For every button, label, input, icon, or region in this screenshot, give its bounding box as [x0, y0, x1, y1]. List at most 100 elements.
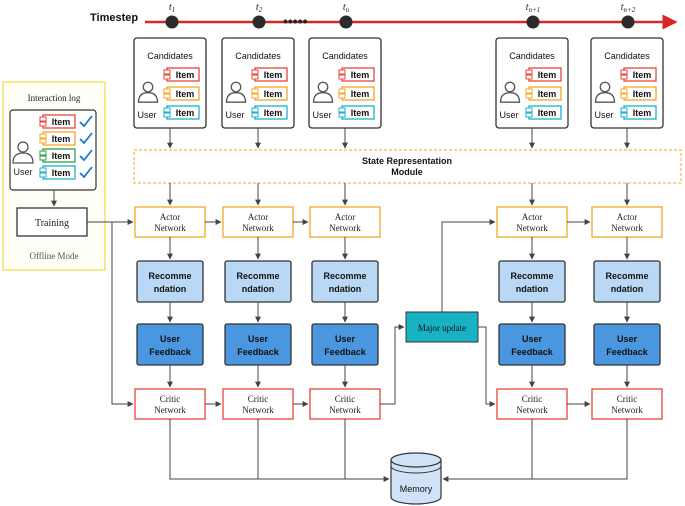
major-update-label: Major update — [418, 323, 466, 333]
critic-network-label: Critic — [160, 394, 181, 404]
item-tag-notch-icon — [620, 112, 628, 118]
offline-mode-label: Offline Mode — [29, 251, 78, 261]
candidates-user-label: User — [137, 110, 156, 120]
item-tag-label: Item — [52, 117, 71, 127]
timestep-marker — [526, 15, 540, 29]
user-feedback-label: User — [617, 334, 638, 344]
timestep-columns: CandidatesItemItemItemUserActorNetworkRe… — [133, 37, 664, 420]
recommendation-box — [224, 260, 292, 303]
item-tag-notch-icon — [620, 107, 628, 113]
user-icon — [594, 81, 616, 103]
item-tag: Item — [338, 86, 375, 101]
critic-network-label: Network — [516, 405, 548, 415]
state-module-line1: State Representation — [362, 156, 452, 166]
recommendation-label: Recomme — [148, 271, 191, 281]
recommendation-box — [498, 260, 566, 303]
item-tag-label: Item — [264, 89, 283, 99]
item-tag-notch-icon — [39, 172, 47, 178]
item-tag-label: Item — [176, 108, 195, 118]
item-tag-notch-icon — [338, 69, 346, 75]
interaction-log-user-icon — [12, 141, 34, 164]
critic-to-memory-arrow — [442, 419, 628, 482]
item-tag-label: Item — [633, 108, 652, 118]
item-tag-notch-icon — [338, 74, 346, 80]
item-tag-notch-icon — [251, 69, 259, 75]
actor-network-label: Network — [516, 223, 548, 233]
item-tag-notch-icon — [251, 93, 259, 99]
critic-network-label: Critic — [335, 394, 356, 404]
item-tag-notch-icon — [163, 74, 171, 80]
user-feedback-label: User — [335, 334, 356, 344]
item-tag-notch-icon — [525, 93, 533, 99]
major-update-node: Major update — [405, 311, 479, 343]
candidates-user-label: User — [499, 110, 518, 120]
timestep-tick-label: tn+1 — [526, 2, 541, 14]
item-tag: Item — [251, 105, 288, 120]
user-feedback-label: User — [522, 334, 543, 344]
item-tag: Item — [163, 67, 200, 82]
critic-network-label: Network — [329, 405, 361, 415]
item-tag-notch-icon — [39, 138, 47, 144]
critic-network-label: Critic — [617, 394, 638, 404]
interaction-log-title: Interaction log — [28, 93, 81, 103]
item-tag-notch-icon — [39, 150, 47, 156]
actor-network-box — [222, 206, 294, 238]
timestep-column: CandidatesItemItemItemUserActorNetworkRe… — [133, 37, 207, 420]
training-to-critic-arrow — [111, 222, 134, 407]
item-tag: Item — [39, 165, 76, 180]
item-tag-label: Item — [351, 108, 370, 118]
critic-network-label: Network — [154, 405, 186, 415]
item-tag: Item — [251, 67, 288, 82]
item-tag-label: Item — [52, 151, 71, 161]
critic-network-label: Network — [242, 405, 274, 415]
item-tag: Item — [251, 86, 288, 101]
item-tag-notch-icon — [251, 112, 259, 118]
item-tag: Item — [163, 105, 200, 120]
user-feedback-label: User — [248, 334, 269, 344]
item-tag-notch-icon — [163, 88, 171, 94]
timestep-tick-label: tn — [343, 2, 350, 14]
item-tag: Item — [39, 131, 76, 146]
candidates-title: Candidates — [235, 51, 281, 61]
candidates-title: Candidates — [322, 51, 368, 61]
recommendation-box — [593, 260, 661, 303]
check-icon — [79, 149, 93, 162]
item-tag-label: Item — [264, 108, 283, 118]
item-tag-notch-icon — [620, 93, 628, 99]
item-tag-notch-icon — [525, 88, 533, 94]
timestep-column: CandidatesItemItemItemUserActorNetworkRe… — [590, 37, 664, 420]
candidates-title: Candidates — [147, 51, 193, 61]
critic-to-memory-arrow — [169, 419, 390, 482]
user-feedback-box — [593, 323, 661, 366]
check-icon — [79, 132, 93, 145]
item-tag-notch-icon — [525, 112, 533, 118]
item-tag: Item — [39, 148, 76, 163]
item-tag-label: Item — [538, 108, 557, 118]
recommendation-label: ndation — [516, 284, 549, 294]
critic-network-label: Critic — [522, 394, 543, 404]
item-tag: Item — [525, 67, 562, 82]
training-label: Training — [35, 218, 69, 229]
user-feedback-box — [224, 323, 292, 366]
item-tag-notch-icon — [338, 112, 346, 118]
user-feedback-box — [498, 323, 566, 366]
state-module-line2: Module — [391, 167, 423, 177]
user-icon — [12, 141, 34, 164]
recommendation-label: ndation — [242, 284, 275, 294]
user-icon — [225, 81, 247, 103]
user-feedback-label: Feedback — [149, 347, 192, 357]
candidates-title: Candidates — [604, 51, 650, 61]
item-tag-label: Item — [538, 70, 557, 80]
user-icon — [312, 81, 334, 103]
item-tag-notch-icon — [163, 93, 171, 99]
candidates-user-label: User — [594, 110, 613, 120]
item-tag: Item — [620, 67, 657, 82]
timestep-marker — [339, 15, 353, 29]
item-tag: Item — [39, 114, 76, 129]
item-tag: Item — [338, 105, 375, 120]
recommendation-box — [136, 260, 204, 303]
recommendation-label: Recomme — [323, 271, 366, 281]
